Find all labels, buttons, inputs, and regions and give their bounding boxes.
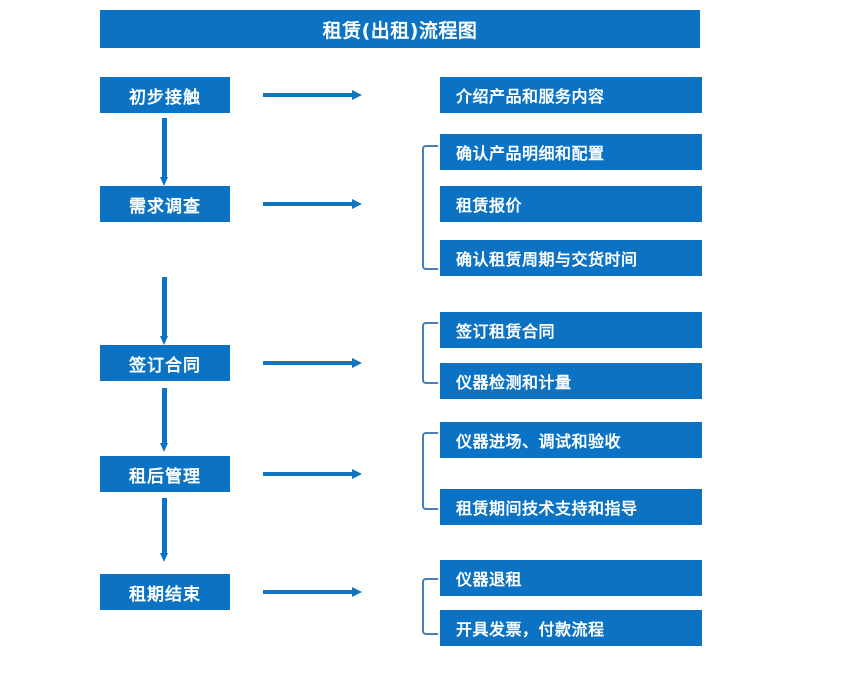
arrow-head: [160, 443, 168, 452]
group-bracket-icon-2: [422, 145, 438, 270]
detail-box-7[interactable]: 仪器进场、调试和验收: [440, 422, 702, 458]
detail-box-9[interactable]: 仪器退租: [440, 560, 702, 596]
detail-box-2[interactable]: 确认产品明细和配置: [440, 134, 702, 170]
arrow-shaft: [263, 590, 353, 594]
detail-box-8[interactable]: 租赁期间技术支持和指导: [440, 489, 702, 525]
arrow-head: [352, 469, 362, 479]
arrow-shaft: [162, 118, 167, 177]
arrow-shaft: [162, 498, 167, 553]
arrow-right-icon-5: [263, 586, 362, 598]
arrow-head: [352, 90, 362, 100]
arrow-head: [352, 587, 362, 597]
arrow-right-icon-4: [263, 468, 362, 480]
arrow-head: [160, 553, 168, 562]
arrow-down-icon-2: [160, 277, 169, 345]
stage-box-2[interactable]: 需求调查: [100, 186, 230, 222]
arrow-right-icon-1: [263, 89, 362, 101]
arrow-head: [160, 177, 168, 186]
arrow-shaft: [162, 277, 167, 336]
arrow-shaft: [263, 361, 353, 365]
arrow-down-icon-4: [160, 498, 169, 562]
arrow-down-icon-3: [160, 388, 169, 452]
detail-box-4[interactable]: 确认租赁周期与交货时间: [440, 240, 702, 276]
stage-box-4[interactable]: 租后管理: [100, 456, 230, 492]
arrow-shaft: [162, 388, 167, 443]
detail-box-5[interactable]: 签订租赁合同: [440, 312, 702, 348]
stage-box-1[interactable]: 初步接触: [100, 77, 230, 113]
stage-box-5[interactable]: 租期结束: [100, 574, 230, 610]
arrow-shaft: [263, 93, 353, 97]
detail-box-1[interactable]: 介绍产品和服务内容: [440, 77, 702, 113]
group-bracket-icon-3: [422, 322, 438, 384]
arrow-head: [160, 336, 168, 345]
detail-box-10[interactable]: 开具发票，付款流程: [440, 610, 702, 646]
page-title: 租赁(出租)流程图: [100, 10, 700, 48]
arrow-shaft: [263, 472, 353, 476]
detail-box-6[interactable]: 仪器检测和计量: [440, 363, 702, 399]
arrow-right-icon-2: [263, 198, 362, 210]
arrow-shaft: [263, 202, 353, 206]
arrow-head: [352, 358, 362, 368]
group-bracket-icon-5: [422, 578, 438, 635]
arrow-head: [352, 199, 362, 209]
arrow-down-icon-1: [160, 118, 169, 186]
stage-box-3[interactable]: 签订合同: [100, 345, 230, 381]
group-bracket-icon-4: [422, 432, 438, 510]
detail-box-3[interactable]: 租赁报价: [440, 186, 702, 222]
arrow-right-icon-3: [263, 357, 362, 369]
